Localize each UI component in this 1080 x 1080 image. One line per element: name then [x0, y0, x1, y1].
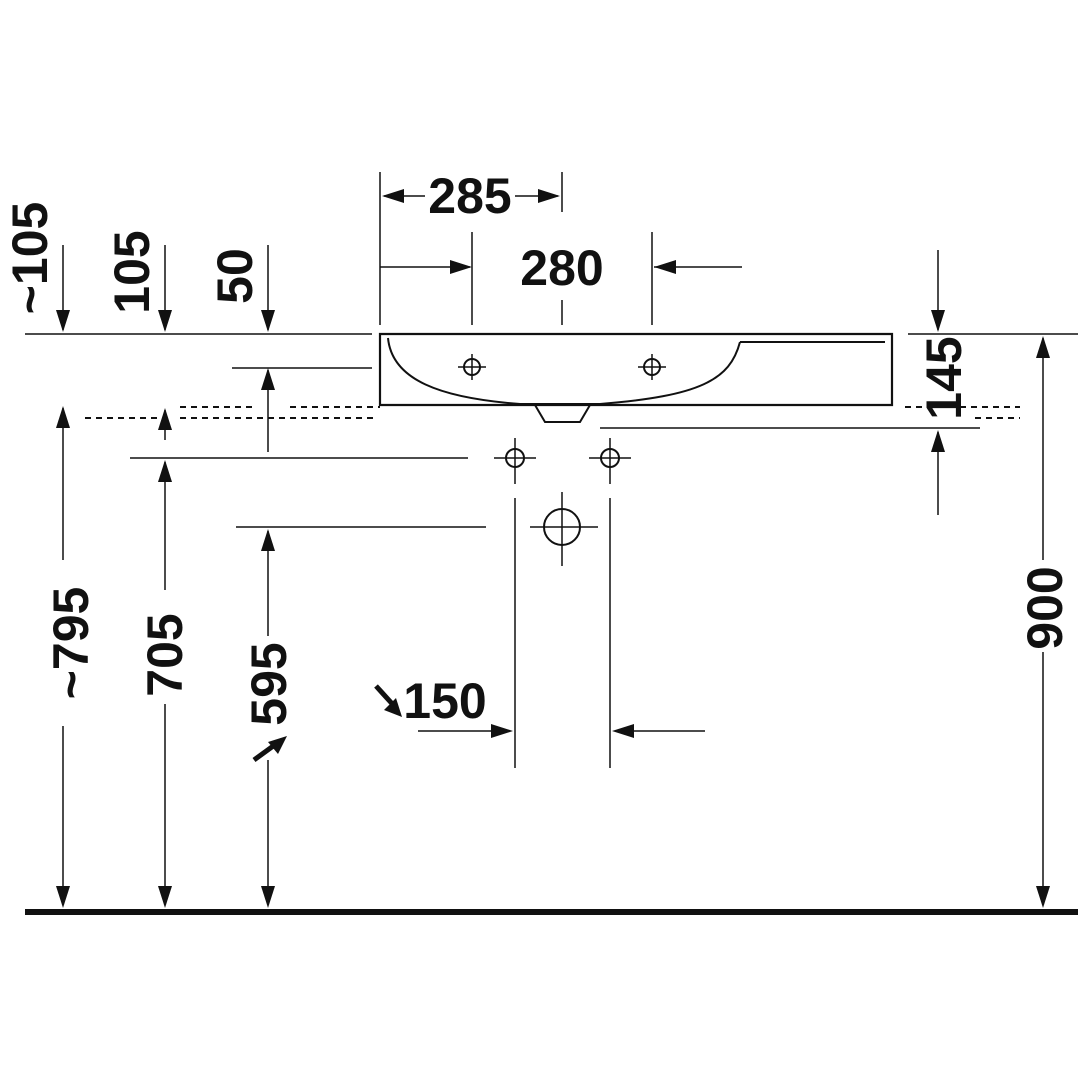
- dim-105: 105: [104, 230, 160, 313]
- dashed-reference-lines: [85, 406, 1020, 429]
- diagonal-arrow-150-icon: [374, 684, 402, 717]
- dim-900: 900: [1017, 566, 1073, 649]
- diagonal-arrow-595-icon: [252, 736, 287, 763]
- dim-50: 50: [207, 248, 263, 304]
- supply-connection-right-icon: [589, 438, 631, 484]
- supply-connection-left-icon: [494, 438, 536, 484]
- washbasin-profile: [378, 332, 894, 423]
- dim-approx-795: ~795: [43, 587, 99, 700]
- tap-hole-left-icon: [458, 354, 486, 380]
- dim-150: 150: [403, 673, 486, 729]
- dim-280: 280: [520, 240, 603, 296]
- drain-connection-icon: [530, 492, 598, 566]
- tap-hole-right-icon: [638, 354, 666, 380]
- dim-approx-105: ~105: [2, 202, 58, 315]
- dim-595: 595: [241, 642, 297, 725]
- dim-145: 145: [916, 336, 972, 419]
- dim-285: 285: [428, 168, 511, 224]
- dim-705: 705: [137, 613, 193, 696]
